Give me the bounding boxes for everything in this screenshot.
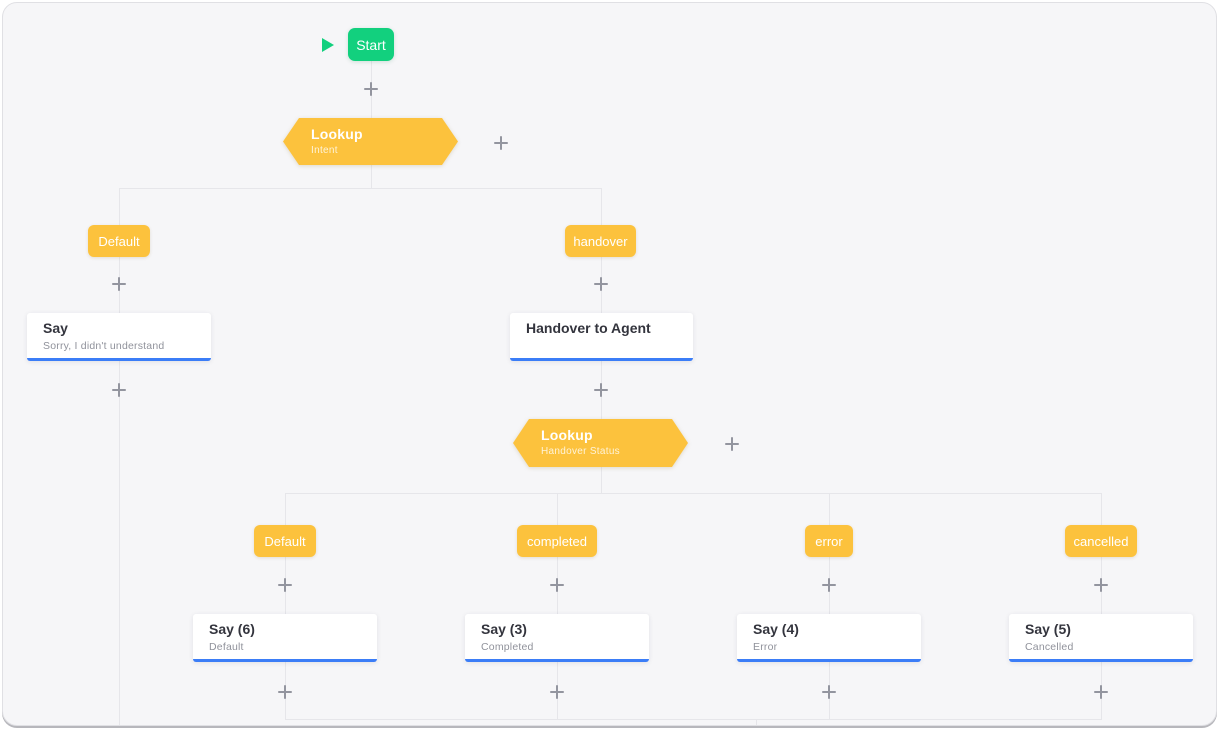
plus-icon[interactable] [1089,573,1113,597]
connector-line [285,493,1101,494]
connector-line [829,493,830,526]
say-3-node[interactable]: Say (3) Completed [465,614,649,662]
node-title: Lookup [311,126,363,142]
plus-icon[interactable] [273,680,297,704]
node-title: Say [43,320,68,336]
plus-icon[interactable] [817,573,841,597]
plus-icon[interactable] [817,680,841,704]
plus-icon[interactable] [589,272,613,296]
transition-status-error[interactable]: error [805,525,853,557]
node-title: Say (5) [1025,621,1071,637]
connector-line [285,719,1102,720]
node-subtitle: Intent [311,145,338,156]
plus-icon[interactable] [107,272,131,296]
node-subtitle: Completed [481,641,534,653]
node-title: Say (6) [209,621,255,637]
connector-line [557,493,558,526]
node-title: Say (3) [481,621,527,637]
connector-line [119,188,120,225]
connector-line [1101,493,1102,526]
play-icon[interactable] [322,38,334,52]
connector-line [371,165,372,188]
node-title: Lookup [541,427,593,443]
connector-line [119,361,120,725]
plus-icon[interactable] [359,77,383,101]
node-title: Handover to Agent [526,320,651,336]
plus-icon[interactable] [545,680,569,704]
plus-icon[interactable] [545,573,569,597]
plus-icon[interactable] [720,432,744,456]
say-6-node[interactable]: Say (6) Default [193,614,377,662]
transition-intent-default[interactable]: Default [88,225,150,257]
plus-icon[interactable] [589,378,613,402]
node-subtitle: Error [753,641,778,653]
handover-to-agent-node[interactable]: Handover to Agent [510,313,693,361]
plus-icon[interactable] [489,131,513,155]
node-subtitle: Sorry, I didn't understand [43,340,165,352]
lookup-intent-node[interactable]: Lookup Intent [283,118,458,165]
connector-line [756,719,757,725]
node-subtitle: Default [209,641,244,653]
plus-icon[interactable] [107,378,131,402]
plus-icon[interactable] [273,573,297,597]
node-title: Say (4) [753,621,799,637]
transition-status-cancelled[interactable]: cancelled [1065,525,1137,557]
transition-intent-handover[interactable]: handover [565,225,636,257]
lookup-handover-status-node[interactable]: Lookup Handover Status [513,419,688,467]
connector-line [119,188,601,189]
transition-status-completed[interactable]: completed [517,525,597,557]
say-fallback-node[interactable]: Say Sorry, I didn't understand [27,313,211,361]
connector-line [601,467,602,493]
node-subtitle: Handover Status [541,446,620,457]
say-5-node[interactable]: Say (5) Cancelled [1009,614,1193,662]
node-subtitle: Cancelled [1025,641,1074,653]
connector-line [285,493,286,526]
transition-status-default[interactable]: Default [254,525,316,557]
say-4-node[interactable]: Say (4) Error [737,614,921,662]
start-node[interactable]: Start [348,28,394,61]
connector-line [601,188,602,225]
plus-icon[interactable] [1089,680,1113,704]
